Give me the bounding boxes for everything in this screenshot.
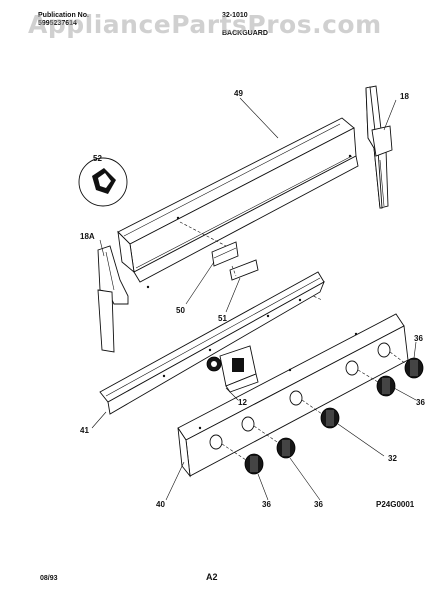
part-51-clip[interactable] [229,259,259,281]
part-40-control-panel[interactable] [177,313,409,478]
part-52-detail-callout[interactable] [78,157,128,207]
footer-page: A2 [206,572,218,582]
part-18a-left-end-bracket[interactable] [97,245,129,353]
part-12-switch-unit[interactable] [206,345,259,393]
callout-36-right-middle: 36 [416,398,425,407]
watermark: AppliancePartsPros.com [28,10,382,39]
publication-label: Publication No. [38,12,89,19]
knob-36-lower-middle[interactable] [276,437,296,459]
part-50-clip[interactable] [211,241,239,267]
callout-49: 49 [234,89,243,98]
part-18-right-end-bracket[interactable] [365,85,393,209]
callout-18a: 18A [80,232,95,241]
callout-40: 40 [156,500,165,509]
callout-12: 12 [238,398,247,407]
knob-36-right-middle[interactable] [376,375,396,397]
part-41-support-rail[interactable] [99,271,325,415]
footer-date: 08/93 [40,575,58,582]
callout-36-lower-middle: 36 [314,500,323,509]
callout-51: 51 [218,314,227,323]
callout-41: 41 [80,426,89,435]
section-title: BACKGUARD [222,30,268,37]
callout-32: 32 [388,454,397,463]
leader-lines [91,97,417,501]
callout-50: 50 [176,306,185,315]
model-number: 32-1010 [222,12,248,19]
callout-18: 18 [400,92,409,101]
callout-36-lower-left: 36 [262,500,271,509]
figure-code: P24G0001 [376,500,415,509]
callout-36-right-top: 36 [414,334,423,343]
part-49-backguard-panel[interactable] [117,117,359,289]
callout-52: 52 [93,154,102,163]
knob-36-lower-left[interactable] [244,453,264,475]
knob-32[interactable] [320,407,340,429]
knob-36-right-top[interactable] [404,357,424,379]
publication-number: 5995237614 [38,20,77,27]
